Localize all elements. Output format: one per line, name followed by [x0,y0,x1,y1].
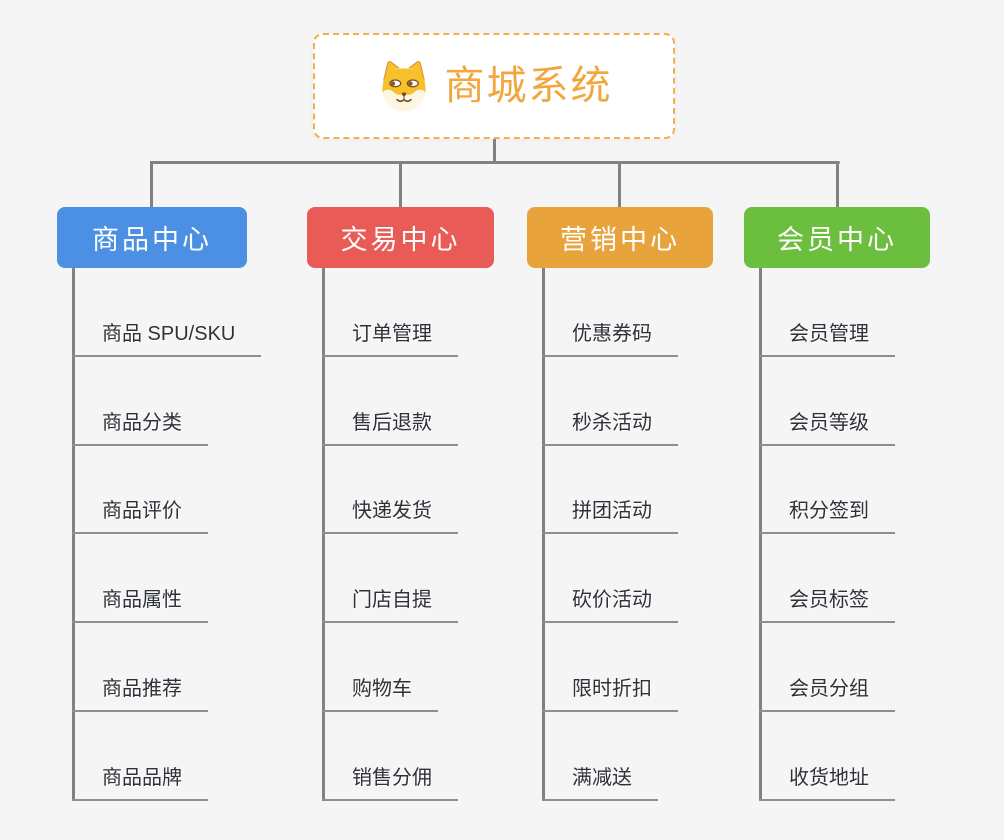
topic-row: 优惠券码 [542,268,678,357]
topic-row: 会员管理 [759,268,895,357]
topic-item[interactable]: 商品属性 [72,588,208,624]
topic-item[interactable]: 秒杀活动 [542,411,678,446]
connector-root-stem [493,139,496,163]
topic-item[interactable]: 订单管理 [322,322,458,357]
topic-item[interactable]: 优惠券码 [542,322,678,357]
branch-stem [759,268,762,801]
root-node[interactable]: 商城系统 [313,33,675,139]
branch-marketing-center: 营销中心 优惠券码 秒杀活动 拼团活动 砍价活动 限时折扣 满减送 [527,207,713,801]
topic-item[interactable]: 销售分佣 [322,766,458,801]
topic-row: 订单管理 [322,268,458,357]
topic-row: 购物车 [322,623,458,712]
connector-drop-trade [399,161,402,207]
topic-item[interactable]: 售后退款 [322,411,458,446]
topic-item[interactable]: 积分签到 [759,499,895,535]
topic-row: 满减送 [542,712,678,801]
topic-row: 会员等级 [759,357,895,446]
topic-row: 秒杀活动 [542,357,678,446]
branch-header-product-center[interactable]: 商品中心 [57,207,247,268]
topic-row: 商品推荐 [72,623,261,712]
branch-items: 会员管理 会员等级 积分签到 会员标签 会员分组 收货地址 [759,268,895,801]
branch-stem [322,268,325,801]
topic-row: 商品属性 [72,534,261,624]
topic-row: 商品分类 [72,357,261,446]
topic-row: 销售分佣 [322,712,458,801]
connector-horizontal [150,161,840,164]
topic-item[interactable]: 会员等级 [759,411,895,446]
topic-item[interactable]: 会员分组 [759,677,895,712]
topic-item[interactable]: 商品品牌 [72,766,208,801]
topic-item[interactable]: 快递发货 [322,499,458,535]
branch-stem [542,268,545,801]
topic-row: 会员标签 [759,534,895,624]
topic-row: 砍价活动 [542,534,678,624]
topic-row: 商品 SPU/SKU [72,268,262,357]
topic-item[interactable]: 购物车 [322,677,438,712]
branch-stem [72,268,75,801]
topic-row: 售后退款 [322,357,458,446]
topic-item[interactable]: 限时折扣 [542,677,678,712]
branch-header-marketing-center[interactable]: 营销中心 [527,207,713,268]
branch-member-center: 会员中心 会员管理 会员等级 积分签到 会员标签 会员分组 收货地址 [744,207,930,801]
topic-item[interactable]: 会员管理 [759,322,895,357]
branch-items: 优惠券码 秒杀活动 拼团活动 砍价活动 限时折扣 满减送 [542,268,678,801]
topic-item[interactable]: 满减送 [542,766,658,801]
topic-item[interactable]: 门店自提 [322,588,458,624]
branch-header-member-center[interactable]: 会员中心 [744,207,930,268]
root-title: 商城系统 [444,64,613,108]
connector-drop-member [836,161,839,207]
connector-drop-marketing [618,161,621,207]
branch-items: 订单管理 售后退款 快递发货 门店自提 购物车 销售分佣 [322,268,458,801]
topic-row: 会员分组 [759,623,895,712]
connector-drop-product [150,161,153,207]
topic-item[interactable]: 会员标签 [759,588,895,624]
topic-item[interactable]: 商品推荐 [72,677,208,712]
topic-row: 积分签到 [759,446,895,535]
topic-item[interactable]: 收货地址 [759,766,895,801]
topic-row: 快递发货 [322,446,458,535]
topic-row: 商品评价 [72,446,261,535]
topic-row: 门店自提 [322,534,458,624]
topic-row: 商品品牌 [72,712,261,801]
topic-item[interactable]: 商品分类 [72,411,208,446]
branch-items: 商品 SPU/SKU 商品分类 商品评价 商品属性 商品推荐 商品品牌 [72,268,262,801]
topic-item[interactable]: 商品评价 [72,499,208,535]
shiba-dog-icon [376,59,432,113]
branch-trade-center: 交易中心 订单管理 售后退款 快递发货 门店自提 购物车 销售分佣 [307,207,494,801]
branch-header-trade-center[interactable]: 交易中心 [307,207,494,268]
topic-item[interactable]: 商品 SPU/SKU [72,322,262,357]
topic-row: 拼团活动 [542,446,678,535]
branch-product-center: 商品中心 商品 SPU/SKU 商品分类 商品评价 商品属性 商品推荐 商品品牌 [57,207,262,801]
topic-item[interactable]: 砍价活动 [542,588,678,624]
topic-item[interactable]: 拼团活动 [542,499,678,535]
topic-row: 收货地址 [759,712,895,801]
topic-row: 限时折扣 [542,623,678,712]
